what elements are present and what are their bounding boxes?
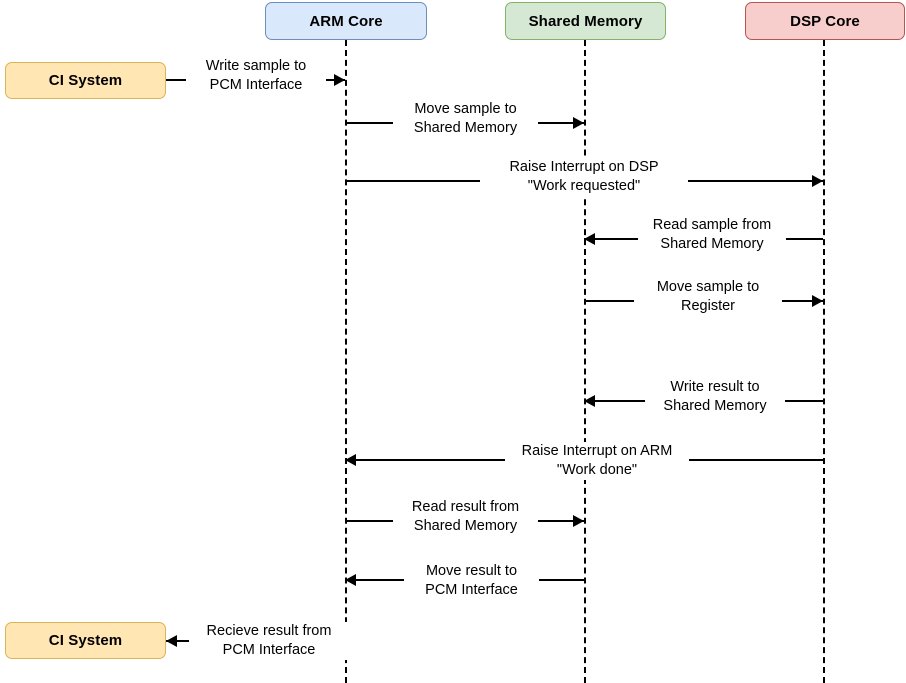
actor-box-ci-bottom[interactable]: CI System <box>5 622 166 659</box>
message-label-line1: Write sample to <box>205 58 307 74</box>
arrowhead-right-icon <box>573 515 584 527</box>
message-label-line1: Read sample from <box>652 217 772 233</box>
message-label-raise-interrupt-on-dsp: Raise Interrupt on DSP "Work requested" <box>480 158 688 196</box>
arrowhead-right-icon <box>812 295 823 307</box>
message-label-line1: Recieve result from <box>206 623 332 639</box>
participant-label: Shared Memory <box>528 12 643 30</box>
participant-box-memory[interactable]: Shared Memory <box>505 2 666 40</box>
message-label-line2: Shared Memory <box>660 236 764 252</box>
message-label-line1: Move sample to <box>414 101 517 117</box>
actor-label: CI System <box>48 632 123 649</box>
participant-box-arm[interactable]: ARM Core <box>265 2 427 40</box>
lifeline-arm <box>345 40 347 683</box>
message-label-line1: Raise Interrupt on DSP <box>509 159 659 175</box>
message-label-move-sample-to-register: Move sample to Register <box>634 278 782 316</box>
message-label-line2: Shared Memory <box>413 120 518 136</box>
message-label-line2: PCM Interface <box>425 582 518 598</box>
actor-label: CI System <box>48 72 123 89</box>
message-label-line2: "Work requested" <box>527 178 641 194</box>
message-label-move-result-to-pcm-interface: Move result to PCM Interface <box>404 562 539 600</box>
arrowhead-left-icon <box>584 233 595 245</box>
lifeline-memory <box>584 40 586 683</box>
participant-box-dsp[interactable]: DSP Core <box>745 2 905 40</box>
message-label-line2: "Work done" <box>556 462 638 478</box>
lifeline-dsp <box>823 40 825 683</box>
arrowhead-left-icon <box>166 635 177 647</box>
message-label-line1: Move result to <box>425 563 518 579</box>
arrowhead-right-icon <box>812 175 823 187</box>
participant-label: DSP Core <box>790 12 860 30</box>
message-label-line2: PCM Interface <box>209 77 303 93</box>
message-label-line2: Shared Memory <box>663 398 767 414</box>
message-label-line1: Write result to <box>670 379 760 395</box>
arrowhead-left-icon <box>345 574 356 586</box>
message-label-line2: PCM Interface <box>222 642 316 658</box>
arrowhead-left-icon <box>584 395 595 407</box>
message-label-move-sample-to-shared-memory: Move sample to Shared Memory <box>393 100 538 138</box>
message-label-write-sample-to-pcm-interface: Write sample to PCM Interface <box>186 57 326 95</box>
message-label-line1: Move sample to <box>656 279 760 295</box>
message-label-line2: Register <box>681 298 735 314</box>
participant-label: ARM Core <box>309 12 383 30</box>
arrowhead-left-icon <box>345 454 356 466</box>
actor-box-ci-top[interactable]: CI System <box>5 62 166 99</box>
message-label-line1: Read result from <box>411 499 520 515</box>
arrowhead-right-icon <box>573 117 584 129</box>
message-label-line1: Raise Interrupt on ARM <box>521 443 673 459</box>
message-label-raise-interrupt-on-arm: Raise Interrupt on ARM "Work done" <box>505 442 689 480</box>
message-label-write-result-to-shared-memory: Write result to Shared Memory <box>645 378 785 416</box>
arrowhead-right-icon <box>334 74 345 86</box>
message-label-line2: Shared Memory <box>413 518 518 534</box>
